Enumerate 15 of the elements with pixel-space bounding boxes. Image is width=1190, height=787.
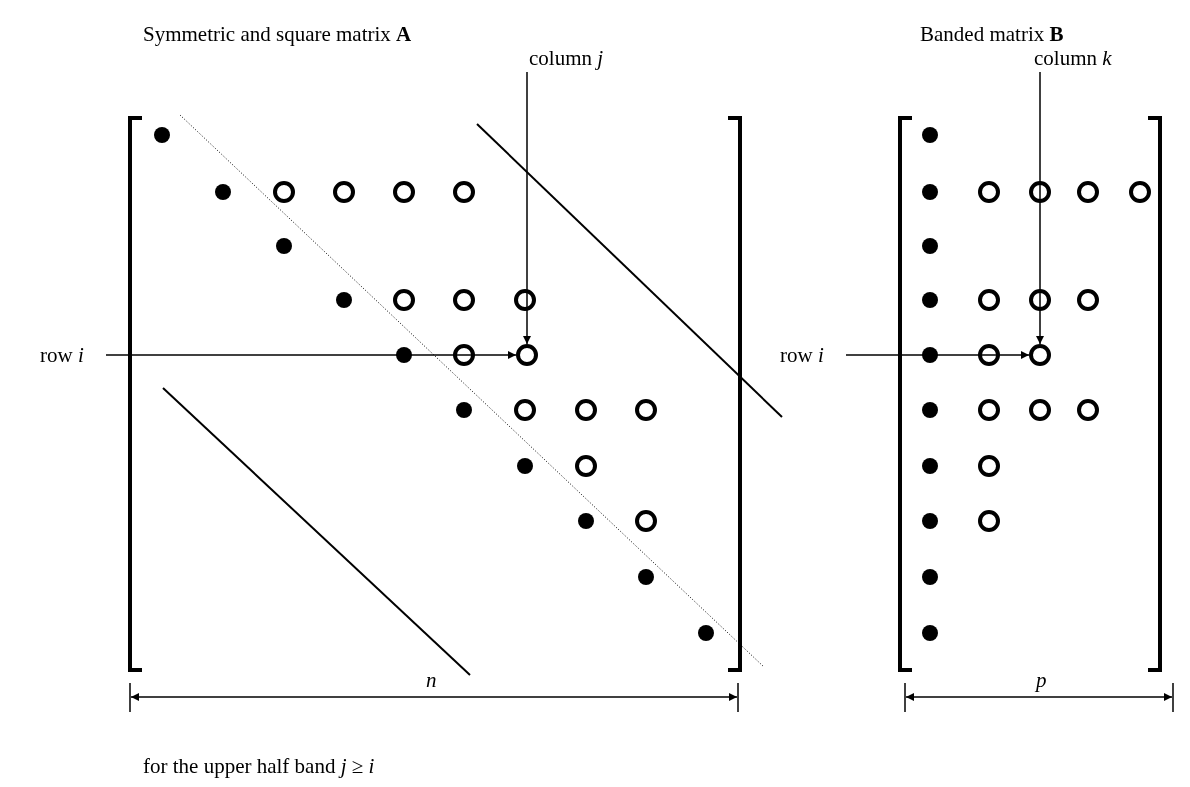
dimension-label: p	[1036, 668, 1047, 692]
axis-label: row i	[40, 343, 84, 367]
arrow	[523, 71, 531, 345]
arrow	[105, 351, 517, 359]
dimension-label: n	[426, 668, 437, 692]
axis-label: row i	[780, 343, 824, 367]
open-circle	[1029, 344, 1051, 366]
open-circle	[516, 344, 538, 366]
note: for the upper half band j ≥ i	[143, 754, 375, 778]
axis-label: column k	[1034, 46, 1112, 70]
arrow	[1036, 71, 1044, 345]
axis-label: column j	[529, 46, 604, 70]
title: Banded matrix B	[920, 22, 1064, 46]
title: Symmetric and square matrix A	[143, 22, 412, 46]
arrow	[845, 351, 1030, 359]
